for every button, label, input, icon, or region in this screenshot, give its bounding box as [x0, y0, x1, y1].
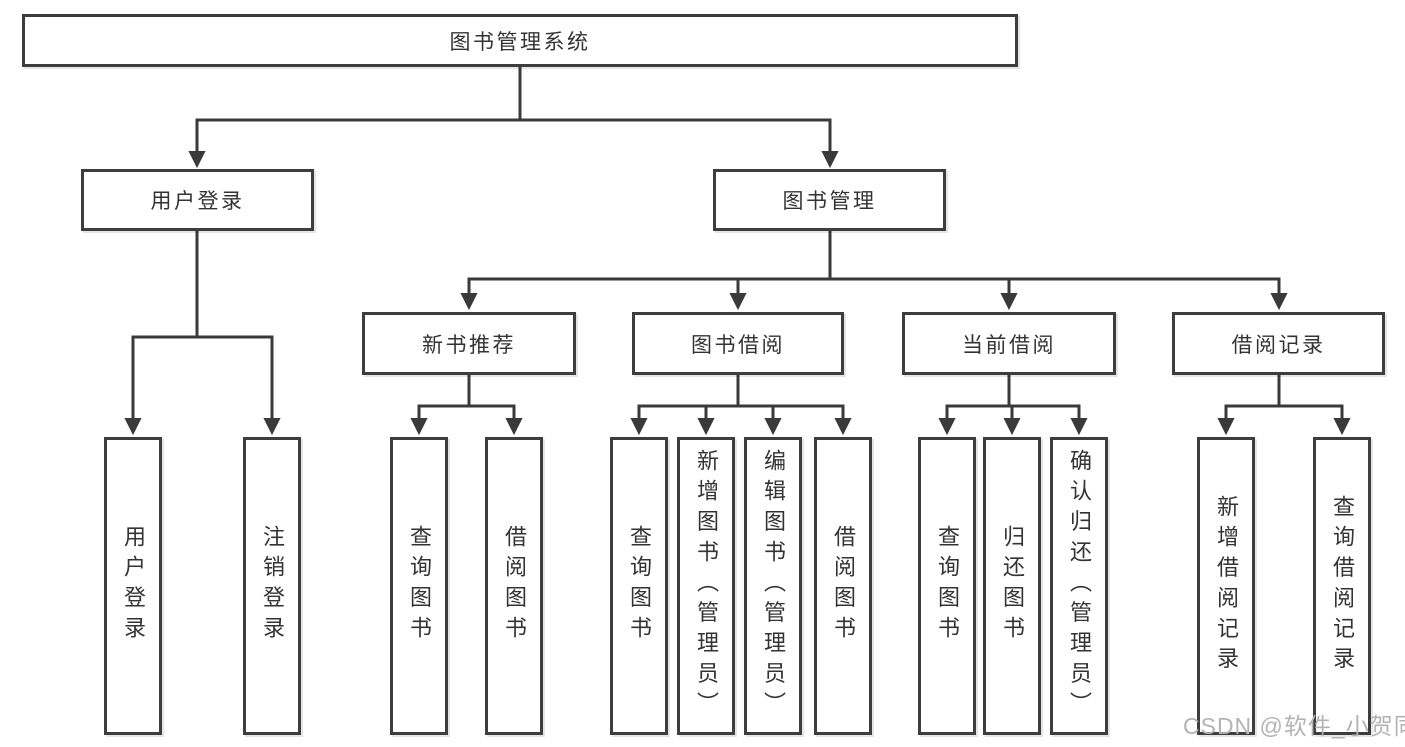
node-label: 归还图书	[1000, 525, 1025, 647]
node-label: 图书借阅	[691, 333, 785, 357]
node-label: 图书管理系统	[449, 30, 591, 54]
node-book-borrowing: 图书借阅	[632, 312, 844, 375]
node-label: 新增借阅记录	[1214, 494, 1239, 678]
leaf-return-books: 归还图书	[983, 437, 1041, 735]
node-borrowing-records: 借阅记录	[1172, 312, 1385, 375]
node-label: 用户登录	[150, 190, 245, 213]
leaf-edit-books-admin: 编辑图书（管理员）	[744, 437, 802, 735]
node-label: 查询图书	[407, 525, 432, 647]
node-current-borrowing: 当前借阅	[902, 312, 1116, 375]
node-label: 查询图书	[627, 525, 652, 647]
leaf-borrow-books-recommend: 借阅图书	[485, 437, 543, 735]
leaf-logout: 注销登录	[243, 437, 301, 735]
csdn-watermark: CSDN @软件_小贺同学	[1183, 713, 1405, 739]
node-label: 用户登录	[121, 525, 146, 647]
leaf-query-books-current: 查询图书	[918, 437, 976, 735]
leaf-query-books-recommend: 查询图书	[390, 437, 448, 735]
node-label: 借阅图书	[831, 525, 856, 647]
leaf-confirm-return-admin: 确认归还（管理员）	[1050, 437, 1108, 735]
node-new-book-recommendation: 新书推荐	[362, 312, 576, 375]
node-label: 图书管理	[782, 190, 877, 213]
node-label: 编辑图书（管理员）	[761, 449, 786, 723]
node-label: 当前借阅	[962, 333, 1056, 357]
leaf-user-login: 用户登录	[104, 437, 162, 735]
node-label: 查询借阅记录	[1330, 494, 1355, 678]
node-user-login: 用户登录	[81, 169, 314, 231]
node-label: 新增图书（管理员）	[694, 449, 719, 723]
node-library-management-system: 图书管理系统	[22, 14, 1018, 67]
leaf-add-borrow-record: 新增借阅记录	[1197, 437, 1255, 735]
node-book-management: 图书管理	[713, 169, 946, 231]
leaf-query-books-borrowing: 查询图书	[610, 437, 668, 735]
leaf-borrow-books: 借阅图书	[814, 437, 872, 735]
node-label: 新书推荐	[422, 333, 516, 357]
leaf-query-borrow-record: 查询借阅记录	[1313, 437, 1371, 735]
node-label: 借阅记录	[1231, 333, 1326, 357]
node-label: 借阅图书	[502, 525, 527, 647]
node-label: 查询图书	[935, 525, 960, 647]
node-label: 确认归还（管理员）	[1067, 449, 1092, 723]
leaf-add-books-admin: 新增图书（管理员）	[677, 437, 735, 735]
node-label: 注销登录	[260, 525, 285, 647]
